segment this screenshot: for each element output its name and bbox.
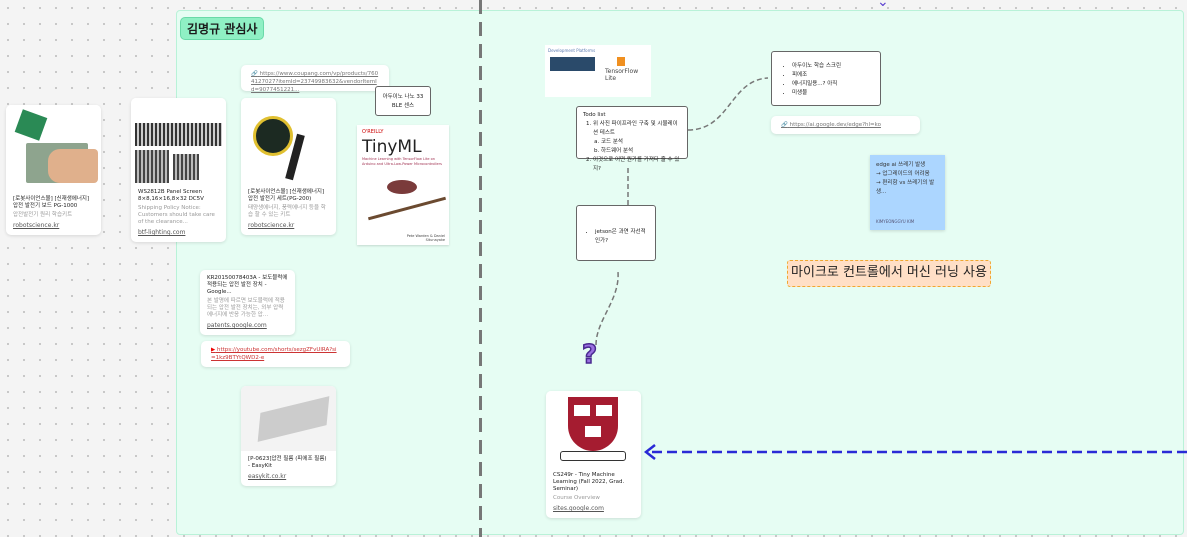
link-card-piezo-set[interactable]: [로봇사이언스몰] [신재생에너지] 압전 발전기 세트(PG-200) 태양생에… bbox=[241, 98, 336, 235]
card-desc: 본 발명에 따르면 보도블럭에 적용되는 압전 발전 장치는, 외부 압력 에너… bbox=[207, 298, 285, 318]
note-ble-sense[interactable]: 아두이노 나노 33 BLE 센스 bbox=[375, 86, 431, 116]
card-desc: 태양생에너지, 풍력에너지 등을 학습 할 수 있는 키트 bbox=[248, 205, 326, 218]
card-title: WS2812B Panel Screen 8×8,16×16,8×32 DC5V bbox=[138, 189, 204, 202]
section-frame[interactable] bbox=[176, 10, 1184, 535]
todo-item-text: 위 사진 파이프라인 구축 및 시뮬레이션 테스트 bbox=[593, 121, 678, 136]
link-url: https://youtube.com/shorts/sezgZFvUlRA?s… bbox=[211, 347, 337, 361]
question-mark-icon[interactable]: ? bbox=[581, 339, 598, 371]
bullet-item: 미생물 bbox=[792, 89, 872, 98]
book-cover-tinyml[interactable]: O'REILLY TinyML Machine Learning with Te… bbox=[357, 125, 449, 245]
sticky-line: → 업그레이드의 어려움 bbox=[876, 171, 930, 177]
card-source[interactable]: easykit.co.kr bbox=[248, 473, 287, 480]
arrowhead bbox=[643, 444, 656, 460]
todo-item: 이것으로 어떤 뭔가를 가져다 줄 수 있지? bbox=[593, 156, 681, 174]
book-authors: Pete Warden & Daniel Situnayake bbox=[406, 234, 445, 242]
card-source[interactable]: sites.google.com bbox=[553, 505, 604, 512]
bullet-item: 피에조 bbox=[792, 71, 872, 80]
link-card-piezo-film[interactable]: [P-0623]압전 필름 (피에조 필름) - EasyKit easykit.… bbox=[241, 386, 336, 486]
book-title: TinyML bbox=[362, 137, 422, 157]
todo-subitem: 하드웨어 분석 bbox=[601, 147, 681, 156]
book-bird-image bbox=[387, 180, 417, 194]
slide-image-dev-platforms[interactable]: Development Platforms TensorFlow Lite bbox=[545, 45, 651, 97]
connector-jetson-question bbox=[595, 271, 619, 346]
bullet-item: 아두이노 학습 스크린 bbox=[792, 62, 872, 71]
note-text: 아두이노 나노 33 BLE 센스 bbox=[382, 94, 424, 109]
todo-title: Todo list bbox=[583, 112, 606, 118]
sticky-author: KIMYEONGGYU KIM bbox=[876, 219, 915, 224]
link-url: https://ai.google.dev/edge?hl=ko bbox=[789, 122, 881, 128]
slide-tf-label: TensorFlow Lite bbox=[605, 68, 639, 82]
book-branch bbox=[367, 196, 447, 221]
sticky-note-edge-ai[interactable]: edge ai 쓰레기 발생 → 업그레이드의 어려움 → 편리함 vs 쓰레기… bbox=[870, 155, 945, 230]
link-card-patent[interactable]: KR20150078403A - 보도블럭에 적용되는 압전 발전 장치 - G… bbox=[200, 270, 295, 335]
card-title: [로봇사이언스몰] [신재생에너지] 압전 발전기 보드 PG-1000 bbox=[13, 196, 90, 209]
note-jetson[interactable]: jetson은 과연 자선적인가? bbox=[576, 205, 656, 261]
slide-heading: Development Platforms bbox=[548, 48, 596, 53]
card-image bbox=[6, 105, 101, 191]
card-title: [P-0623]압전 필름 (피에조 필름) - EasyKit bbox=[248, 456, 327, 469]
link-google-edge[interactable]: 🔗 https://ai.google.dev/edge?hl=ko bbox=[771, 116, 920, 134]
card-image bbox=[241, 386, 336, 451]
link-icon: 🔗 bbox=[251, 71, 258, 77]
note-text: jetson은 과연 자선적인가? bbox=[595, 228, 649, 246]
sticky-line: → 편리함 vs 쓰레기의 발생... bbox=[876, 180, 935, 195]
dashed-divider[interactable] bbox=[479, 0, 482, 537]
tensorflow-logo bbox=[617, 57, 625, 66]
book-subtitle: Machine Learning with TensorFlow Lite on… bbox=[362, 157, 442, 166]
card-source[interactable]: robotscience.kr bbox=[248, 222, 295, 229]
bullet-item: 에너지밀용...? 아직 bbox=[792, 80, 872, 89]
card-desc: 압전발전기 원리 학습키트 bbox=[13, 212, 73, 218]
link-card-ws2812b[interactable]: WS2812B Panel Screen 8×8,16×16,8×32 DC5V… bbox=[131, 98, 226, 242]
link-coupang[interactable]: 🔗 https://www.coupang.com/vp/products/76… bbox=[241, 65, 389, 93]
link-url: https://www.coupang.com/vp/products/7604… bbox=[251, 71, 379, 93]
card-source[interactable]: btf-lighting.com bbox=[138, 229, 186, 236]
link-card-harvard-cs249r[interactable]: CS249r - Tiny Machine Learning (Fall 202… bbox=[546, 391, 641, 518]
card-desc: Shipping Policy Notice: Customers should… bbox=[138, 205, 215, 225]
card-title: KR20150078403A - 보도블럭에 적용되는 압전 발전 장치 - G… bbox=[207, 275, 288, 295]
youtube-icon: ▶ bbox=[211, 347, 216, 353]
arrow-down-icon: ⌄ bbox=[877, 0, 889, 10]
link-card-piezo-board[interactable]: [로봇사이언스몰] [신재생에너지] 압전 발전기 보드 PG-1000 압전발전… bbox=[6, 105, 101, 235]
slide-board-image bbox=[550, 57, 595, 71]
card-source[interactable]: robotscience.kr bbox=[13, 222, 60, 229]
todo-subitem: 코드 분석 bbox=[601, 138, 681, 147]
sticky-line: edge ai 쓰레기 발생 bbox=[876, 162, 926, 168]
connector-todo-bullets bbox=[687, 77, 769, 131]
note-todo-list[interactable]: Todo list 위 사진 파이프라인 구축 및 시뮬레이션 테스트 코드 분… bbox=[576, 106, 688, 172]
link-icon: 🔗 bbox=[781, 122, 788, 128]
harvard-shield-logo bbox=[546, 391, 641, 467]
card-source[interactable]: patents.google.com bbox=[207, 322, 267, 329]
card-image bbox=[131, 98, 226, 184]
card-image bbox=[241, 98, 336, 184]
section-title[interactable]: 김명규 관심사 bbox=[180, 17, 265, 40]
note-bullets[interactable]: 아두이노 학습 스크린 피에조 에너지밀용...? 아직 미생물 bbox=[771, 51, 881, 106]
card-title: CS249r - Tiny Machine Learning (Fall 202… bbox=[553, 472, 625, 492]
book-publisher: O'REILLY bbox=[362, 129, 384, 135]
todo-item: 위 사진 파이프라인 구축 및 시뮬레이션 테스트 코드 분석하드웨어 분석 bbox=[593, 120, 681, 156]
link-youtube[interactable]: ▶ https://youtube.com/shorts/sezgZFvUlRA… bbox=[201, 341, 350, 367]
card-desc: Course Overview bbox=[553, 495, 600, 501]
banner-ml-on-mcu[interactable]: 마이크로 컨트롤에서 머신 러닝 사용 bbox=[787, 260, 991, 287]
card-title: [로봇사이언스몰] [신재생에너지] 압전 발전기 세트(PG-200) bbox=[248, 189, 325, 202]
